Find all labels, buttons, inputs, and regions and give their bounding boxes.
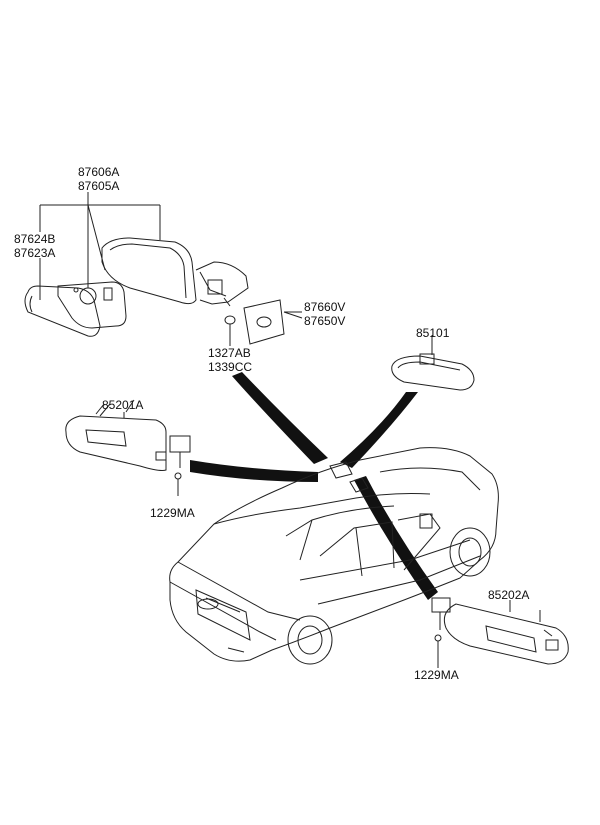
- callout-mirror-cover-line1: 87660V: [304, 300, 346, 314]
- callout-mirror-assy-line1: 87606A: [78, 165, 120, 179]
- callout-sunvisor-rh-label: 85202A: [488, 588, 530, 602]
- callout-mirror-glass-line1: 87624B: [14, 232, 56, 246]
- car-illustration: [169, 447, 499, 665]
- callout-mirror-assy-line2: 87605A: [78, 179, 120, 193]
- mirror-cover-illustration: [243, 299, 303, 345]
- callout-screw-visor-lh: 1229MA: [150, 506, 195, 520]
- visor-bracket-lh-illustration: [169, 435, 191, 496]
- visor-bracket-rh-illustration: [431, 597, 451, 668]
- mirror-screw-illustration: [224, 315, 236, 346]
- callout-screw-mirror-line1: 1327AB: [208, 346, 251, 360]
- callout-inside-mirror: 85101: [416, 326, 449, 340]
- sunvisor-rh-illustration: [443, 603, 569, 665]
- mirror-glass-illustration: [24, 285, 101, 337]
- callout-sunvisor-rh: 85202A: [488, 588, 529, 602]
- pointer-bands: [190, 372, 438, 600]
- callout-screw-visor-lh-label: 1229MA: [150, 506, 195, 520]
- mirror-housing-illustration: [101, 237, 249, 307]
- callout-mirror-glass: 87624B 87623A: [14, 232, 55, 260]
- mirror-assy-leader: [39, 192, 161, 300]
- mirror-holder-illustration: [57, 281, 127, 329]
- callout-screw-visor-rh: 1229MA: [414, 668, 459, 682]
- callout-mirror-cover-line2: 87650V: [304, 314, 346, 328]
- callout-mirror-glass-line2: 87623A: [14, 246, 56, 260]
- sunvisor-lh-illustration: [65, 399, 167, 471]
- callout-mirror-cover: 87660V 87650V: [304, 300, 345, 328]
- callout-mirror-assy: 87606A 87605A: [78, 165, 119, 193]
- inside-mirror-illustration: [391, 335, 475, 391]
- callout-inside-mirror-label: 85101: [416, 326, 450, 340]
- callout-sunvisor-lh: 85201A: [102, 398, 143, 412]
- callout-screw-visor-rh-label: 1229MA: [414, 668, 459, 682]
- callout-screw-mirror: 1327AB 1339CC: [208, 346, 252, 374]
- callout-sunvisor-lh-label: 85201A: [102, 398, 144, 412]
- callout-screw-mirror-line2: 1339CC: [208, 360, 253, 374]
